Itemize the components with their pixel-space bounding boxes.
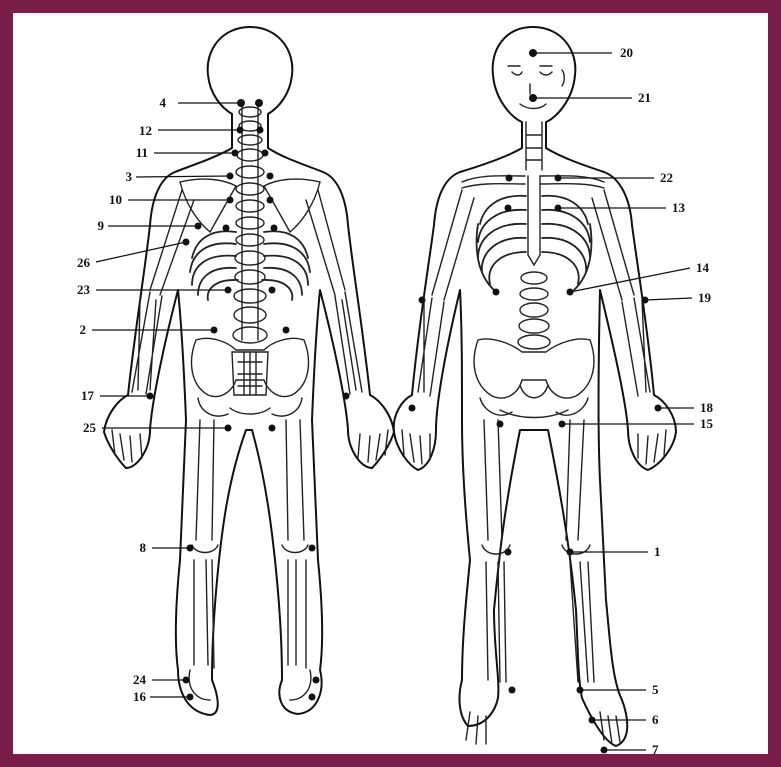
front-cervical-spine (526, 122, 542, 170)
label-19: 19 (698, 290, 712, 305)
back-hands (112, 430, 388, 462)
body-points-diagram: 4 12 11 3 10 9 26 23 2 17 25 8 24 16 20 … (13, 13, 768, 754)
leader-lines (92, 53, 694, 750)
label-13: 13 (672, 200, 686, 215)
front-view-figure (394, 27, 676, 746)
back-hip-joints (198, 398, 302, 416)
label-24: 24 (133, 672, 147, 687)
label-6: 6 (652, 712, 659, 727)
front-knees (482, 545, 590, 554)
back-right-humerus (306, 190, 345, 295)
back-shins (194, 560, 306, 668)
point-labels: 4 12 11 3 10 9 26 23 2 17 25 8 24 16 20 … (77, 45, 714, 754)
label-22: 22 (660, 170, 673, 185)
label-8: 8 (140, 540, 147, 555)
front-pelvis (474, 339, 594, 398)
front-left-humerus (432, 190, 474, 300)
label-21: 21 (638, 90, 651, 105)
back-heels (189, 670, 311, 700)
front-ribs (477, 196, 592, 290)
label-18: 18 (700, 400, 714, 415)
back-scapulae (180, 179, 320, 232)
front-hip-joints (480, 398, 588, 418)
back-knees (192, 545, 308, 553)
label-15: 15 (700, 416, 714, 431)
label-26: 26 (77, 255, 91, 270)
front-face-features (508, 66, 564, 109)
front-right-forearm (622, 298, 650, 396)
label-23: 23 (77, 282, 91, 297)
label-10: 10 (109, 192, 122, 207)
label-25: 25 (83, 420, 97, 435)
label-12: 12 (139, 123, 152, 138)
label-20: 20 (620, 45, 633, 60)
back-vertebrae (233, 107, 267, 343)
label-1: 1 (654, 544, 661, 559)
label-2: 2 (80, 322, 87, 337)
label-4: 4 (160, 95, 167, 110)
label-16: 16 (133, 689, 147, 704)
label-5: 5 (652, 682, 659, 697)
label-3: 3 (126, 169, 133, 184)
front-sternum (528, 176, 540, 265)
label-9: 9 (98, 218, 105, 233)
front-femurs (484, 420, 584, 540)
label-11: 11 (136, 145, 148, 160)
front-hands (402, 430, 666, 464)
label-7: 7 (652, 742, 659, 754)
back-sacrum-grid (238, 352, 262, 395)
label-14: 14 (696, 260, 710, 275)
back-spine (242, 102, 258, 340)
label-17: 17 (81, 388, 95, 403)
front-lumbar-vertebrae (518, 272, 550, 349)
back-femurs (196, 420, 304, 540)
